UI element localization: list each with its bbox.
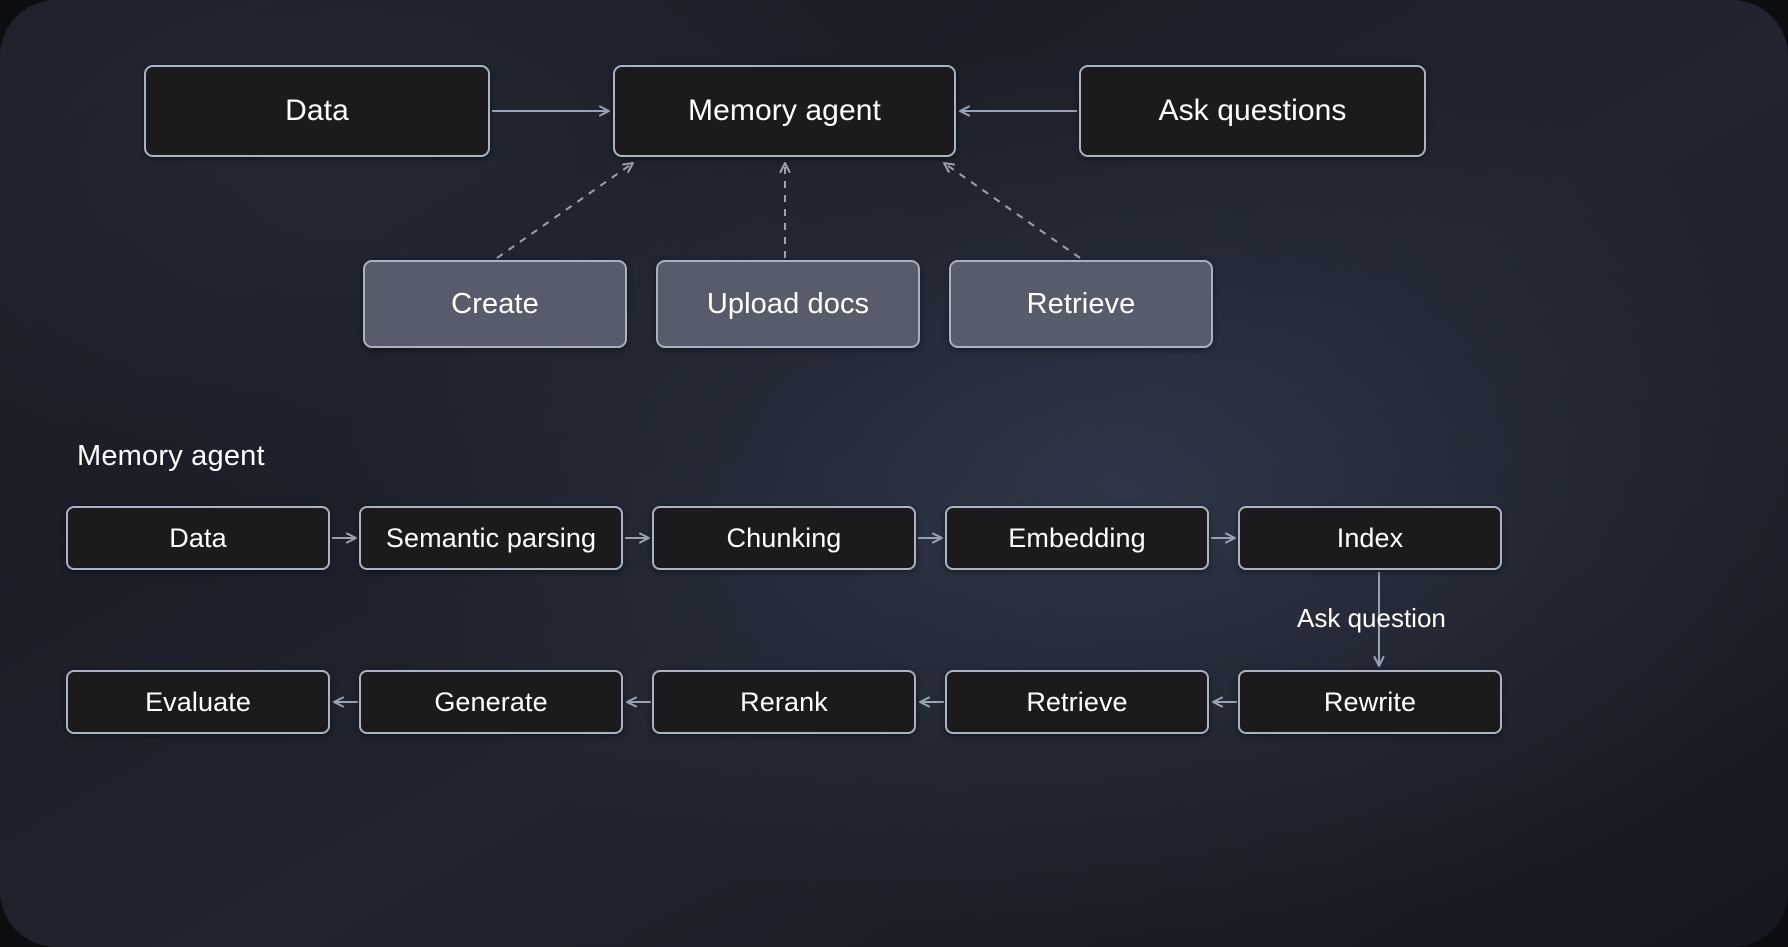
node-query-evaluate[interactable]: Evaluate <box>66 670 330 734</box>
edge-label-ask-question: Ask question <box>1297 603 1446 634</box>
node-label: Embedding <box>1008 522 1146 553</box>
node-label: Chunking <box>726 522 842 553</box>
node-ingest-chunking[interactable]: Chunking <box>652 506 916 570</box>
node-query-retrieve[interactable]: Retrieve <box>945 670 1209 734</box>
node-label: Generate <box>434 686 548 717</box>
node-label: Ask questions <box>1158 94 1347 127</box>
node-query-rewrite[interactable]: Rewrite <box>1238 670 1502 734</box>
node-query-rerank[interactable]: Rerank <box>652 670 916 734</box>
node-label: Semantic parsing <box>385 522 597 553</box>
node-label: Retrieve <box>1026 686 1128 717</box>
node-label: Rewrite <box>1323 686 1417 717</box>
arrow-retrieve-to-memory-agent <box>943 162 1081 259</box>
node-label: Upload docs <box>706 287 870 320</box>
section-title-label: Memory agent <box>77 440 265 472</box>
node-memory-agent[interactable]: Memory agent <box>613 65 956 157</box>
node-label: Data <box>285 94 349 127</box>
node-label: Index <box>1336 522 1404 553</box>
node-ingest-semantic-parsing[interactable]: Semantic parsing <box>359 506 623 570</box>
node-label: Data <box>169 522 227 553</box>
node-ingest-index[interactable]: Index <box>1238 506 1502 570</box>
node-retrieve-action[interactable]: Retrieve <box>949 260 1213 348</box>
node-label: Memory agent <box>688 94 881 127</box>
node-label: Evaluate <box>145 686 251 717</box>
node-ingest-data[interactable]: Data <box>66 506 330 570</box>
node-ask-questions[interactable]: Ask questions <box>1079 65 1426 157</box>
section-title-memory-agent: Memory agent <box>77 440 265 473</box>
node-upload-docs[interactable]: Upload docs <box>656 260 920 348</box>
arrow-create-to-memory-agent <box>496 162 634 259</box>
node-label: Retrieve <box>1026 287 1136 320</box>
node-create[interactable]: Create <box>363 260 627 348</box>
edge-label-text: Ask question <box>1297 603 1446 633</box>
node-label: Create <box>451 287 539 320</box>
node-data-top[interactable]: Data <box>144 65 490 157</box>
node-query-generate[interactable]: Generate <box>359 670 623 734</box>
node-ingest-embedding[interactable]: Embedding <box>945 506 1209 570</box>
node-label: Rerank <box>740 686 828 717</box>
